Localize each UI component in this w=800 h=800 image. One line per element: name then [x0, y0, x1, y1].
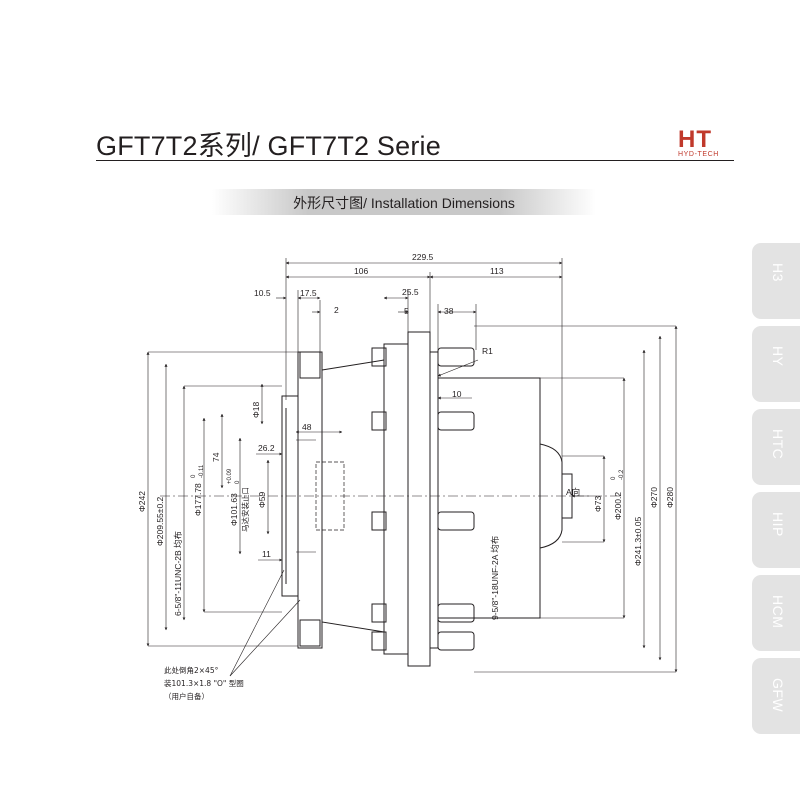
tol-phi200-lower: -0.2: [619, 469, 625, 480]
output-flange: [407, 331, 431, 667]
page-title: GFT7T2系列/ GFT7T2 Serie: [96, 131, 441, 161]
dim-5: 5: [404, 306, 409, 316]
flange-boss-bottom: [299, 619, 321, 647]
view-a-label: A向: [566, 487, 580, 497]
dim-11: 11: [262, 549, 271, 559]
dim-r1: R1: [482, 346, 493, 356]
title-divider: [96, 160, 734, 161]
drum: [437, 377, 541, 619]
stud: [437, 347, 475, 367]
part-outline: [160, 331, 620, 667]
dim-phi200-2: Φ200.2: [613, 492, 623, 520]
dim-phi73: Φ73: [593, 495, 603, 512]
logo-mark: HT: [678, 126, 712, 153]
dim-113: 113: [490, 266, 504, 276]
tab-htc[interactable]: HTC: [752, 409, 800, 485]
note-user-supplied: （用户自备）: [164, 691, 209, 701]
stud: [437, 631, 475, 651]
dim-74: 74: [211, 452, 221, 462]
housing-body: [383, 343, 409, 655]
thread-holes-left: 6-5/8"-11UNC-2B 均布: [173, 531, 183, 616]
tol-phi200-upper: 0: [611, 476, 617, 480]
tab-gfw[interactable]: GFW: [752, 658, 800, 734]
tol-phi101-lower: 0: [235, 480, 241, 484]
dim-phi270: Φ270: [649, 487, 659, 508]
spigot-note: 马达安装止口: [240, 487, 250, 532]
dim-phi241-3: Φ241.3±0.05: [633, 516, 643, 566]
tol-phi177-upper: 0: [191, 474, 197, 478]
tol-phi177-lower: -0.11: [199, 464, 205, 478]
dim-25-5: 25.5: [402, 287, 419, 297]
dim-10-5: 10.5: [254, 288, 271, 298]
dim-phi18: Φ18: [251, 401, 261, 418]
dim-229-5: 229.5: [412, 252, 434, 262]
tol-phi101-upper: +0.09: [227, 468, 233, 484]
dim-phi59: Φ59: [257, 491, 267, 508]
dim-17-5: 17.5: [300, 288, 317, 298]
brand-logo: HT HYD-TECH: [678, 126, 738, 160]
logo-text: HYD-TECH: [678, 151, 719, 158]
hidden-bore: [315, 461, 345, 531]
tab-hip[interactable]: HIP: [752, 492, 800, 568]
dim-2: 2: [334, 305, 339, 315]
dim-phi101-63: Φ101.63: [229, 493, 239, 526]
thread-holes-right: 9-5/8"-18UNF-2A 均布: [490, 536, 500, 620]
dim-38: 38: [444, 306, 454, 316]
note-oring: 装101.3×1.8 "O" 型圈: [164, 678, 244, 688]
left-flange: [297, 351, 323, 649]
section-heading-bar: 外形尺寸图/ Installation Dimensions: [212, 189, 596, 215]
dim-phi280: Φ280: [665, 487, 675, 508]
tab-hcm[interactable]: HCM: [752, 575, 800, 651]
dim-26-2: 26.2: [258, 443, 275, 453]
dim-phi242: Φ242: [137, 491, 147, 512]
tab-h3[interactable]: H3: [752, 243, 800, 319]
tab-hy[interactable]: HY: [752, 326, 800, 402]
dim-phi209-55: Φ209.55±0.2: [155, 496, 165, 546]
dim-48: 48: [302, 422, 312, 432]
dimension-labels: 229.5 106 113 10.5 17.5 2 25.5 5 38 R1 1…: [137, 252, 675, 701]
bolt: [371, 347, 387, 367]
bolt: [371, 631, 387, 651]
flange-boss-top: [299, 351, 321, 379]
motor-spigot: [281, 395, 299, 597]
dim-10: 10: [452, 389, 462, 399]
dimension-lines: [146, 258, 678, 677]
section-heading: 外形尺寸图/ Installation Dimensions: [293, 195, 515, 211]
dim-phi177-78: Φ177.78: [193, 483, 203, 516]
dim-106: 106: [354, 266, 368, 276]
note-chamfer: 此处倒角2×45°: [164, 665, 219, 675]
